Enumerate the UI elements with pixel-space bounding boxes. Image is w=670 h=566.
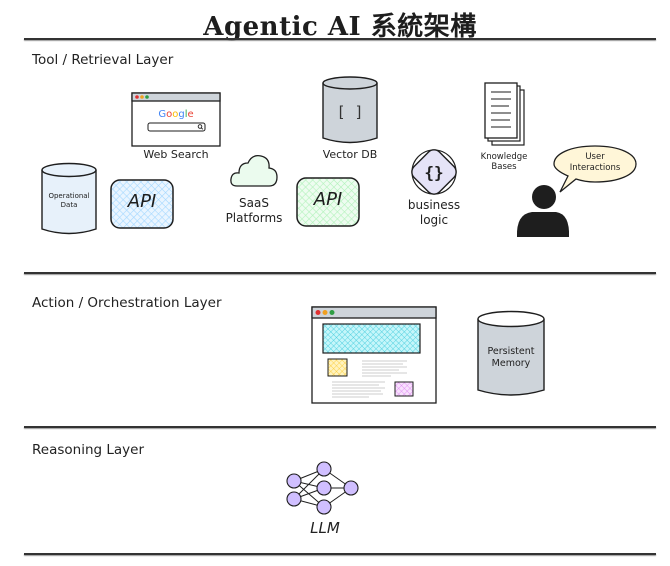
divider-top [24,38,656,40]
persistent-memory-label-line1: Persistent [487,346,535,357]
neuron [286,491,302,507]
persistent-memory-node: Persistent Memory [476,310,546,400]
window-dot-green [145,95,149,99]
neuron [316,499,332,515]
api-right-node: API [295,176,361,228]
braces-glyph: {} [424,163,443,182]
vector-db-label: Vector DB [322,148,378,161]
database-cylinder-icon: [ ] [322,76,378,144]
banner-block [322,323,421,354]
search-icon [197,124,203,129]
api-left-node: API [109,178,175,230]
api-box-icon [296,177,360,227]
saas-label: SaaS Platforms [214,196,294,226]
persistent-memory-label-line2: Memory [491,358,531,369]
saas-label-line2: Platforms [225,211,283,225]
user-avatar [514,184,572,238]
window-dot-red [315,310,321,315]
cloud-icon [230,155,278,187]
browser-window-icon: Google [131,92,221,147]
bubble-text-line1: User [585,152,605,162]
database-cylinder-icon [477,310,545,396]
diagram-title: Agentic AI 系統架構 [203,12,477,42]
knowledge-bases-node [484,82,526,148]
knowledge-bases-label-line1: Knowledge [480,152,528,162]
user-interactions-bubble: User Interactions [552,144,638,193]
window-dot-yellow [322,310,328,315]
window-dot-green [329,310,335,315]
image-block-yellow [327,358,348,377]
documents-stack-icon [484,82,525,146]
neuron [316,480,332,496]
knowledge-bases-label: Knowledge Bases [470,152,538,172]
vector-db-node: [ ] [321,76,379,146]
business-logic-node: {} [404,144,464,200]
action-layer-label: Action / Orchestration Layer [32,295,222,311]
window-dot-yellow [140,95,144,99]
business-logic-label-line1: business [407,198,461,212]
app-window-node [311,306,437,404]
divider-action-reasoning [24,426,656,428]
neuron [316,461,332,477]
divider-tool-action [24,272,656,274]
saas-label-line1: SaaS [239,196,269,210]
business-logic-label: business logic [395,198,473,228]
window-dot-red [135,95,139,99]
saas-node [229,152,279,190]
speech-bubble-icon [553,145,637,193]
neural-network-icon [286,461,359,515]
app-window-icon [311,306,437,404]
api-right-label: API [313,189,343,210]
knowledge-bases-label-line2: Bases [491,162,517,172]
person-icon [516,185,570,237]
bubble-text-line2: Interactions [569,163,621,173]
text-lines [332,360,407,398]
google-logo: Google [158,109,193,120]
web-search-node: Google [131,92,221,148]
divider-bottom [24,553,656,555]
llm-node [284,460,362,522]
business-logic-label-line2: logic [419,213,449,227]
database-cylinder-icon [41,162,97,235]
operational-data-label-line1: Operational [48,192,90,200]
reasoning-layer-label: Reasoning Layer [32,442,145,458]
api-box-icon [110,179,174,229]
code-braces-diamond-icon: {} [411,149,457,195]
network-neurons [286,461,359,515]
api-left-label: API [127,191,157,212]
neuron [343,480,359,496]
brackets-glyph: [ ] [336,103,363,121]
llm-label: LLM [310,519,340,537]
neuron [286,473,302,489]
image-block-purple [394,381,414,397]
tool-layer-label: Tool / Retrieval Layer [32,52,174,68]
web-search-label: Web Search [143,148,209,161]
operational-data-label-line2: Data [60,201,78,209]
operational-data-node: Operational Data [40,162,98,238]
